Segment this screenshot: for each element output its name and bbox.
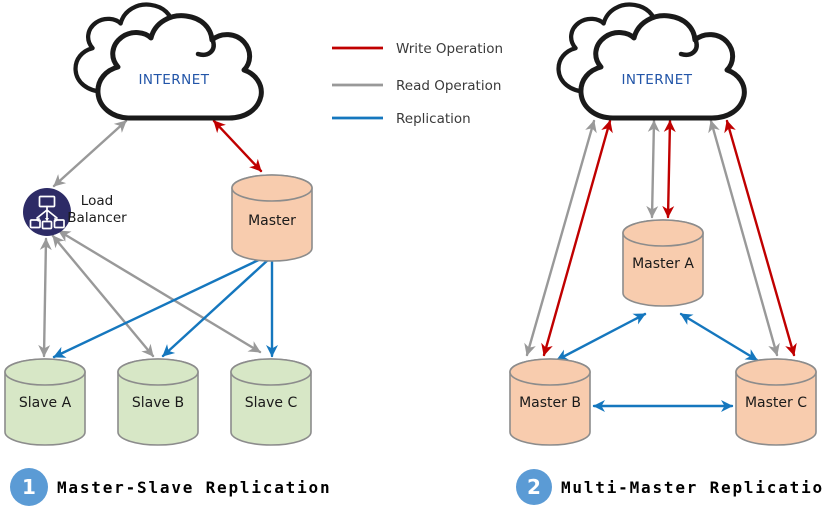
- master-slave-caption: 1 Master-Slave Replication: [10, 468, 331, 506]
- slave-c-database: Slave C: [230, 358, 312, 446]
- step-1-badge: [10, 468, 48, 506]
- slave-b-label: Slave B: [132, 395, 184, 411]
- internet-label-1: INTERNET: [138, 72, 209, 88]
- slave-b-database: Slave B: [117, 358, 199, 446]
- write-arrow-internet-master: [212, 119, 263, 173]
- read-arrow-loadbalancer-slave-a: [38, 237, 52, 358]
- read-arrow-loadbalancer-slave-b: [51, 234, 155, 358]
- load-balancer-glyph-icon: [29, 195, 65, 230]
- legend-item-read: Read Operation: [332, 78, 501, 94]
- read-arrow-internet-master-a: [646, 119, 660, 219]
- diagram-1-title: Master-Slave Replication: [57, 478, 331, 497]
- master-slave-diagram: INTERNET Load Balancer Master Slave A: [4, 5, 331, 506]
- write-arrow-internet-master-b: [541, 119, 613, 357]
- slave-a-label: Slave A: [19, 395, 72, 411]
- master-b-database: Master B: [509, 358, 591, 446]
- replication-arrow-master-b-master-a: [555, 312, 647, 362]
- master-a-label: Master A: [632, 256, 694, 272]
- slave-c-label: Slave C: [245, 395, 298, 411]
- internet-cloud-2: INTERNET: [559, 5, 745, 118]
- replication-arrow-master-slave-a: [52, 255, 267, 359]
- replication-label: Replication: [396, 111, 471, 127]
- load-balancer-label-line1: Load: [81, 193, 113, 209]
- read-arrow-internet-master-c: [708, 119, 780, 357]
- load-balancer: Load Balancer: [23, 188, 127, 236]
- master-c-database: Master C: [735, 358, 817, 446]
- cloud-curl-icon: [678, 38, 699, 57]
- read-operation-label: Read Operation: [396, 78, 501, 94]
- read-arrow-loadbalancer-slave-c: [57, 229, 262, 354]
- write-arrow-internet-master-a: [662, 119, 676, 219]
- cloud-curl-icon: [195, 38, 216, 57]
- master-a-database: Master A: [622, 219, 704, 307]
- write-operation-label: Write Operation: [396, 41, 503, 57]
- replication-arrow-master-a-master-c: [679, 312, 759, 362]
- legend-item-replication: Replication: [332, 111, 471, 127]
- read-arrow-loadbalancer-internet: [52, 119, 128, 188]
- internet-label-2: INTERNET: [621, 72, 692, 88]
- load-balancer-glyph-arrowheads: [35, 217, 59, 222]
- legend: Write Operation Read Operation Replicati…: [332, 41, 503, 127]
- write-arrow-internet-master-c: [724, 119, 797, 357]
- step-2-badge: [516, 469, 552, 505]
- read-arrow-internet-master-b: [524, 119, 597, 357]
- load-balancer-label-line2: Balancer: [67, 210, 127, 226]
- step-2-number: 2: [527, 475, 541, 499]
- master-label: Master: [248, 213, 296, 229]
- replication-arrow-master-slave-b: [161, 257, 271, 358]
- diagram-2-title: Multi-Master Replication: [561, 478, 825, 497]
- internet-cloud-1: INTERNET: [76, 5, 262, 118]
- slave-a-database: Slave A: [4, 358, 86, 446]
- master-c-label: Master C: [745, 395, 807, 411]
- master-database: Master: [231, 174, 313, 262]
- legend-item-write: Write Operation: [332, 41, 503, 57]
- master-b-label: Master B: [519, 395, 581, 411]
- step-1-number: 1: [22, 475, 36, 499]
- multi-master-diagram: INTERNET Master A Master B Master C 2 Mu…: [509, 5, 825, 505]
- multi-master-caption: 2 Multi-Master Replication: [516, 469, 825, 505]
